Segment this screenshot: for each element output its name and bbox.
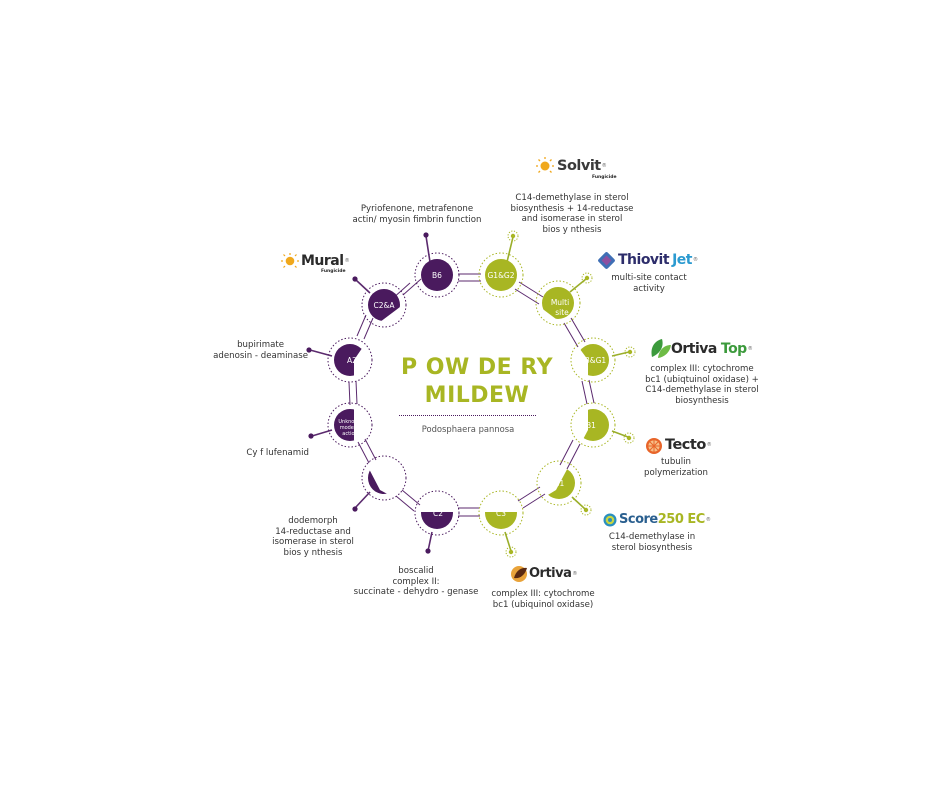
solvit-description: C14-demethylase in sterol biosynthesis +… [510, 193, 634, 235]
ortiva-top-logo-icon [651, 339, 671, 358]
node-label-c3g1: C3&G1 [580, 356, 607, 365]
solvit-fungicide-tag: Fungicide [592, 175, 617, 180]
node-label-g1: G1 [554, 479, 565, 488]
ortiva-logo-icon [511, 566, 527, 582]
title-line-2: MILDEW [424, 383, 530, 408]
thiovit-logo-icon [598, 252, 615, 269]
node-label-c2a: C2&A [374, 301, 396, 310]
thiovit-description: multi-site contact activity [611, 273, 687, 294]
mural-fungicide-tag: Fungicide [321, 269, 346, 274]
score-description: C14-demethylase in sterol biosynthesis [608, 532, 696, 553]
ring-b1 [570, 402, 616, 448]
ring-c2a [361, 282, 407, 328]
node-disc-b6 [421, 259, 453, 291]
node-label-b6: B6 [432, 271, 442, 280]
diagram-title: P OW DE RY MILDEW [401, 354, 553, 410]
node-disc-g1g2 [485, 259, 517, 291]
mural-logo-icon [281, 253, 299, 268]
node-labels: B6 G1&G2 Multi site C3&G1 B1 G1 C3 C2 G2… [338, 271, 606, 518]
ring-multisite [535, 280, 581, 326]
ring-g1g2 [478, 252, 524, 298]
b6-description: Pyriofenone, metrafenone actin/ myosin f… [352, 204, 482, 225]
mural-brand-name: Mural [301, 253, 344, 269]
g2-description: dodemorph 14-reductase and isomerase in … [272, 516, 354, 558]
c2-description: boscalid complex II: succinate - dehydro… [353, 566, 479, 598]
title-line-1: P OW DE RY [400, 355, 554, 380]
ring-g1 [536, 460, 582, 506]
node-disc-multisite [542, 287, 574, 319]
ortiva-top-brand-name: Ortiva [671, 341, 717, 357]
node-label-unknown-1: Unknown [338, 419, 361, 425]
ortiva-top-description: complex III: cytochrome bc1 (ubiqtuinol … [645, 364, 759, 406]
solvit-brand: Solvit® [557, 158, 607, 174]
node-label-unknown-2: mode of [340, 425, 361, 431]
node-label-c3: C3 [496, 509, 506, 518]
a2-description: bupirimate adenosin - deaminase [213, 340, 308, 361]
node-disc-c2a [368, 289, 400, 321]
leader-lines [306, 232, 630, 554]
tecto-brand-name: Tecto [665, 437, 706, 453]
ortiva-brand-name: Ortiva [529, 566, 572, 581]
node-label-multisite-1: Multi [551, 298, 569, 307]
score-brand-name: Score [619, 512, 658, 527]
solvit-brand-name: Solvit [557, 158, 601, 174]
tecto-logo-icon [646, 438, 662, 454]
pathogen-name: Podosphaera pannosa [421, 424, 515, 434]
score-brand-name-2: 250 EC [657, 512, 706, 527]
ring-g2 [361, 455, 407, 501]
thiovit-brand-name-2: Jet [672, 252, 692, 268]
ring-c2 [414, 490, 460, 536]
node-label-g2: G2 [379, 474, 390, 483]
node-label-unknown-3: action [342, 431, 357, 437]
ortiva-top-brand-name-2: Top [720, 341, 747, 357]
ring-a2 [327, 337, 373, 383]
ortiva-description: complex III: cytochrome bc1 (ubiquinol o… [491, 589, 595, 610]
node-label-g1g2: G1&G2 [487, 271, 514, 280]
center-core [354, 292, 588, 512]
ring-c3 [478, 490, 524, 536]
ring-c3g1 [570, 337, 616, 383]
node-label-c2: C2 [433, 509, 443, 518]
thiovit-brand-name: Thiovit [618, 252, 670, 268]
node-label-multisite-2: site [555, 308, 569, 317]
title-divider [399, 415, 536, 416]
node-rings [327, 252, 616, 536]
ring-unknown [327, 402, 373, 448]
mural-brand: Mural® [301, 253, 350, 269]
node-label-b1: B1 [586, 421, 596, 430]
solvit-logo-icon [536, 157, 554, 173]
tecto-brand: Tecto® [665, 437, 712, 453]
tecto-description: tubulin polymerization [643, 457, 709, 478]
endpoint-markers [505, 230, 636, 558]
node-label-a2: A2 [347, 356, 357, 365]
score-logo-icon [603, 513, 617, 527]
ortiva-brand: Ortiva® [529, 566, 578, 581]
ring-b6 [414, 252, 460, 298]
unknown-description: Cy f lufenamid [246, 448, 309, 458]
